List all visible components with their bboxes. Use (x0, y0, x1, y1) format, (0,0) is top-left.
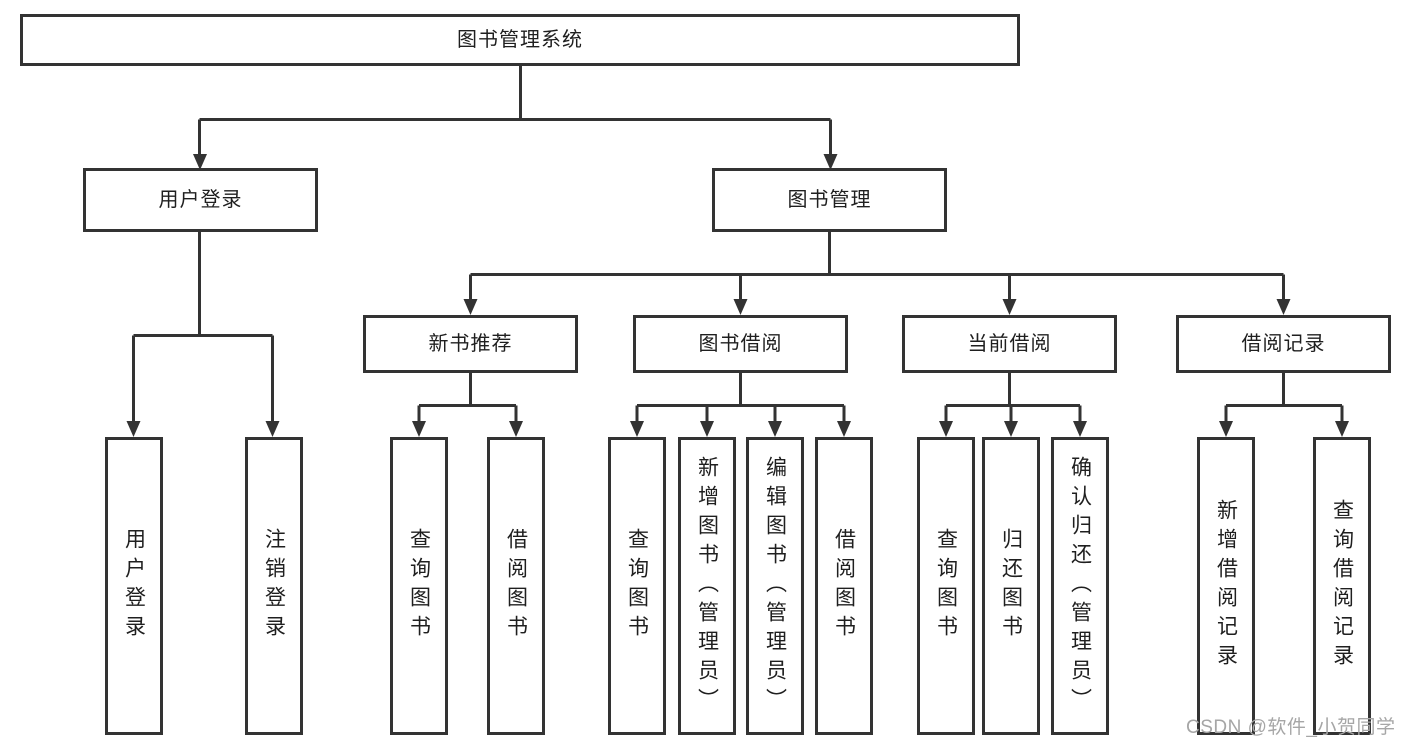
leaf-current-return-books: 归还图书 (982, 437, 1040, 735)
leaf-newbook-query-books: 查询图书 (390, 437, 448, 735)
leaf-borrowing-add-books-admin: 新增图书（管理员） (678, 437, 736, 735)
leaf-borrowing-query-books: 查询图书 (608, 437, 666, 735)
leaf-user-login: 用户登录 (105, 437, 163, 735)
node-book-management: 图书管理 (712, 168, 947, 232)
node-new-book-recommend: 新书推荐 (363, 315, 578, 373)
node-root: 图书管理系统 (20, 14, 1020, 66)
leaf-records-query-record: 查询借阅记录 (1313, 437, 1371, 735)
leaf-borrowing-edit-books-admin: 编辑图书（管理员） (746, 437, 804, 735)
leaf-newbook-borrow-books: 借阅图书 (487, 437, 545, 735)
leaf-records-add-record: 新增借阅记录 (1197, 437, 1255, 735)
watermark: CSDN @软件_小贺同学 (1186, 717, 1396, 738)
leaf-current-query-books: 查询图书 (917, 437, 975, 735)
leaf-current-confirm-return-admin: 确认归还（管理员） (1051, 437, 1109, 735)
node-book-borrowing: 图书借阅 (633, 315, 848, 373)
node-user-login: 用户登录 (83, 168, 318, 232)
leaf-logout: 注销登录 (245, 437, 303, 735)
node-current-borrowing: 当前借阅 (902, 315, 1117, 373)
leaf-borrowing-borrow-books: 借阅图书 (815, 437, 873, 735)
node-borrowing-records: 借阅记录 (1176, 315, 1391, 373)
